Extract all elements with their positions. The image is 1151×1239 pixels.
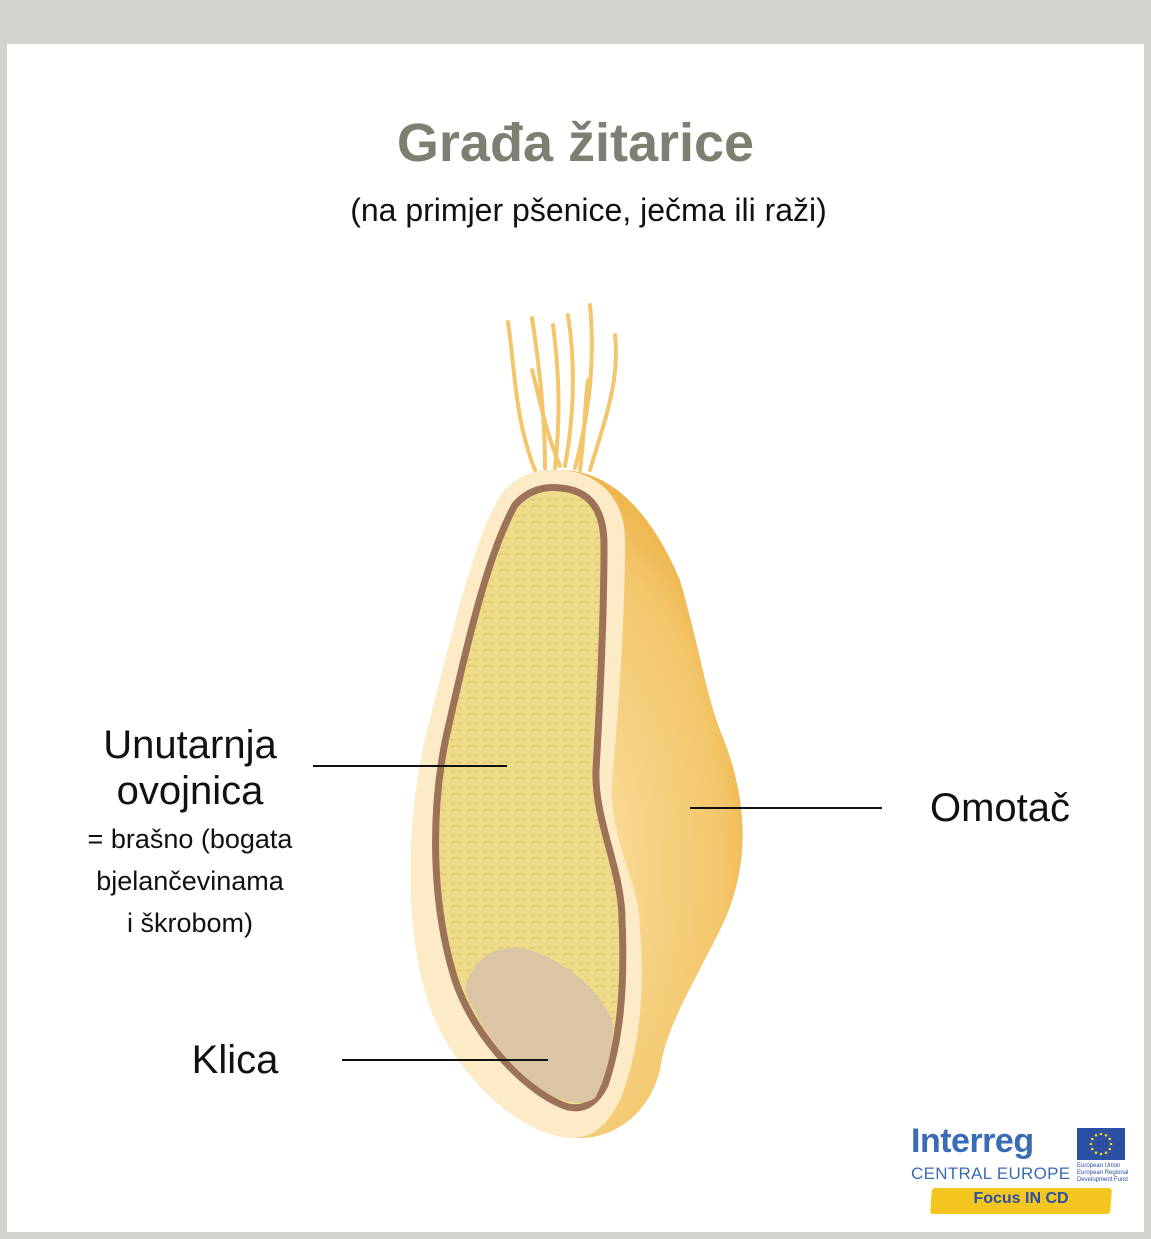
label-inner-line2: ovojnica [116,769,264,813]
grain-hairs [506,303,618,472]
interreg-logo: Interreg CENTRAL EUROPE European Union E… [905,1122,1130,1222]
label-inner-line1: Unutarnja [103,723,277,767]
eu-caption: European Union European Regional Develop… [1077,1163,1128,1184]
logo-region: CENTRAL EUROPE [911,1164,1071,1183]
eu-line1: European Union [1077,1163,1121,1169]
label-germ: Klica [191,1038,279,1082]
label-husk: Omotač [929,786,1071,830]
eu-flag-icon [1077,1128,1125,1160]
eu-line2: European Regional [1077,1170,1129,1176]
label-inner-layer-title: Unutarnja ovojnica [40,722,340,814]
eu-line3: Development Fund [1077,1177,1128,1183]
project-name: Focus IN CD [973,1190,1069,1207]
diagram-title: Građa žitarice [396,113,755,173]
label-inner-layer-desc: = brašno (bogata bjelančevinama i škrobo… [40,818,340,944]
label-desc-line1: = brašno (bogata [87,824,293,854]
label-desc-line3: i škrobom) [126,908,254,938]
logo-wordmark: Interreg [911,1122,1034,1160]
germ-shape [465,947,613,1103]
endosperm [432,484,627,1112]
diagram-subtitle: (na primjer pšenice, ječma ili raži) [350,192,827,228]
label-desc-line2: bjelančevinama [96,866,284,896]
